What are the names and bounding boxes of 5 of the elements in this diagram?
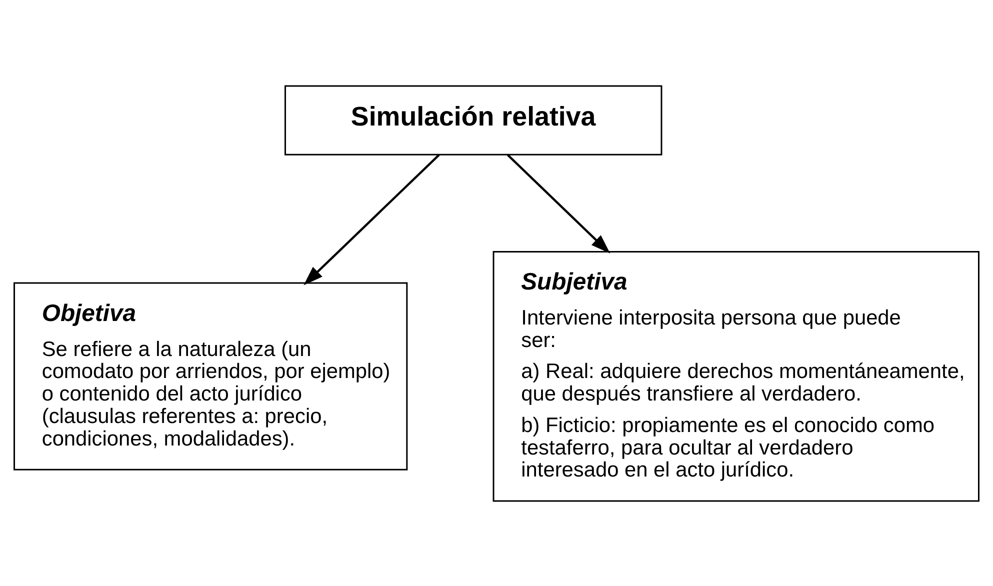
node-box: Simulación relativa xyxy=(284,84,662,155)
node-box: Objetiva Se refiere a la naturaleza (un comodato por arriendos, por ejemplo) o contenido del acto jurídico (clausulas referentes a: precio, condiciones, modalidades). xyxy=(14,282,408,470)
arrow xyxy=(506,154,610,254)
arrow xyxy=(304,154,440,285)
node-box: Subjetiva Interviene interposita persona que puede ser: a) Real: adquiere derechos momentáneamente, que después transfiere al verdadero. b) Ficticio: propiamente es el conocido como testaferro, para ocultar al verdadero interesado en el acto jurídico. xyxy=(492,250,980,502)
